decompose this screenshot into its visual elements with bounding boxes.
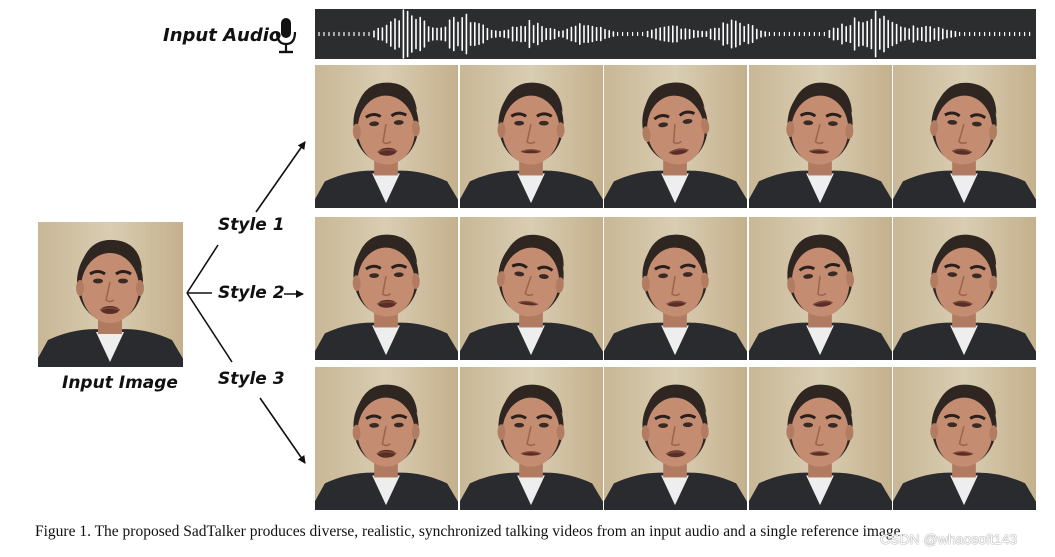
output-frame	[893, 64, 1037, 209]
output-frame	[604, 216, 748, 361]
output-frame	[748, 216, 892, 361]
style-2-label: Style 2	[218, 283, 285, 303]
watermark: CSDN @whaosoft143	[880, 531, 1018, 547]
style-1-output-row	[315, 64, 1037, 209]
output-frame	[315, 64, 458, 209]
output-frame	[315, 216, 458, 361]
output-frame	[604, 64, 748, 209]
output-frame	[893, 366, 1037, 511]
input-image	[33, 222, 188, 367]
output-frame	[893, 216, 1037, 361]
audio-waveform-panel	[315, 9, 1036, 59]
style-3-label: Style 3	[218, 369, 285, 389]
output-frame	[748, 64, 892, 209]
figure-caption: Figure 1. The proposed SadTalker produce…	[35, 523, 905, 540]
output-frame	[604, 366, 748, 511]
style-3-output-row	[315, 366, 1037, 511]
input-image-label: Input Image	[62, 373, 178, 393]
output-frame	[459, 366, 603, 511]
style-1-label: Style 1	[218, 215, 285, 235]
arrow-style-3	[259, 397, 306, 464]
style-2-output-row	[315, 216, 1037, 361]
audio-waveform	[318, 9, 1031, 59]
microphone-icon	[275, 18, 297, 54]
output-frame	[459, 64, 603, 209]
output-frame	[459, 216, 603, 361]
input-audio-label: Input Audio	[163, 25, 282, 46]
arrow-style-1	[255, 141, 306, 213]
arrow-branch-1	[186, 244, 219, 294]
arrow-branch-3	[186, 292, 233, 363]
output-frame	[315, 366, 458, 511]
output-frame	[748, 366, 892, 511]
